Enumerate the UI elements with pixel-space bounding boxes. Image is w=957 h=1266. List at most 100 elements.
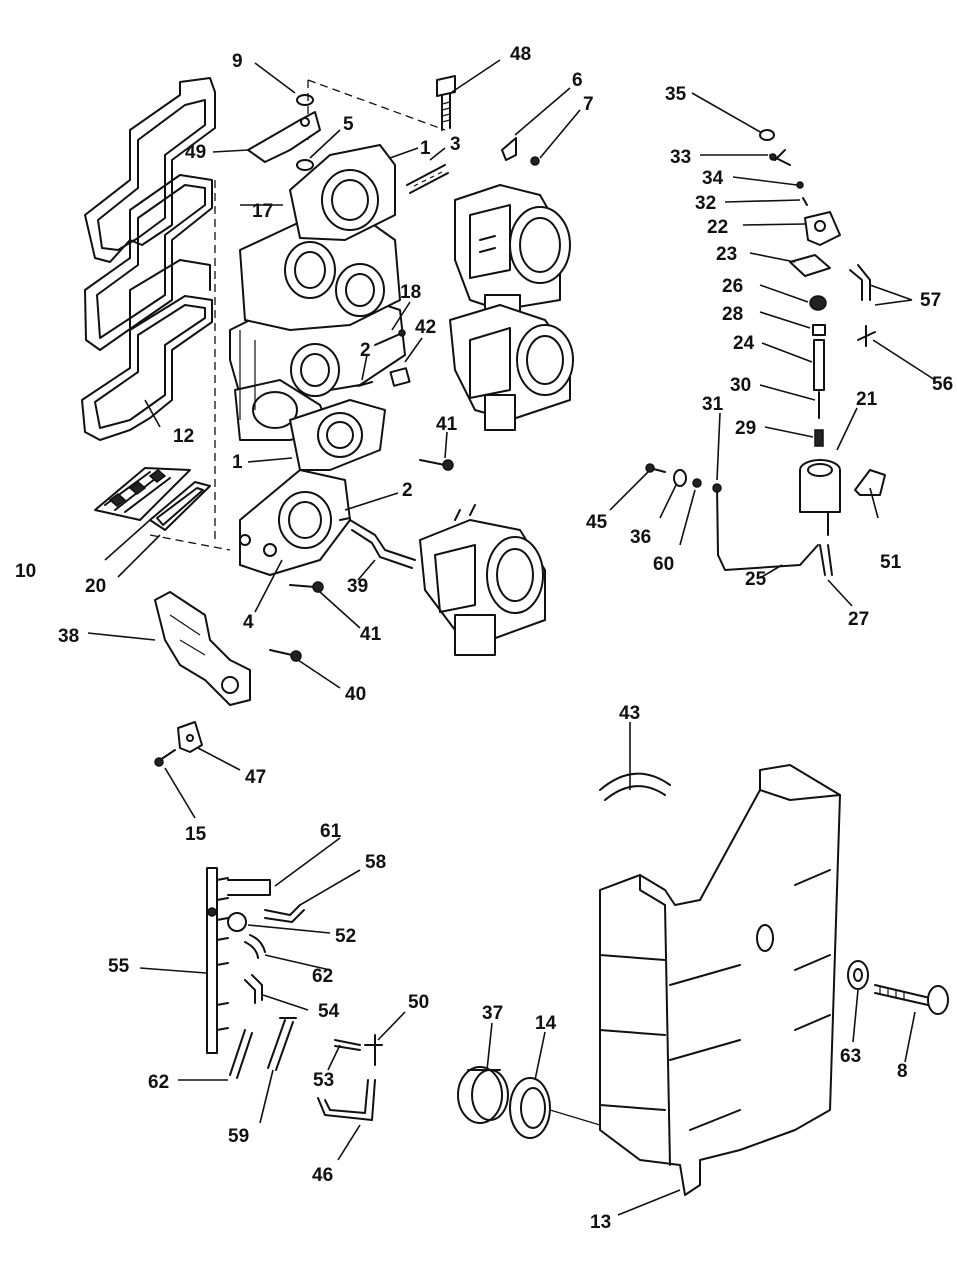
tube-24 [813, 339, 825, 391]
seal-28 [812, 324, 826, 336]
bushing-42 [389, 367, 411, 387]
screw-7 [530, 156, 540, 166]
callout-63: 63 [840, 1046, 861, 1067]
terminal-27 [819, 544, 833, 576]
hose-39 [349, 519, 416, 569]
callout-14: 14 [535, 1013, 557, 1034]
bracket-49 [247, 111, 321, 163]
callout-7: 7 [583, 94, 594, 115]
callout-61: 61 [320, 821, 342, 842]
nut-60 [692, 478, 702, 488]
callout-6: 6 [572, 70, 583, 91]
tee-fitting-50 [364, 1034, 383, 1066]
callout-29: 29 [735, 418, 756, 439]
callout-12: 12 [173, 426, 194, 447]
callout-21: 21 [856, 389, 878, 410]
screw-40 [269, 649, 302, 662]
callout-41-upper: 41 [436, 414, 458, 435]
callout-35: 35 [665, 84, 687, 105]
hose-62-lower [229, 1029, 253, 1079]
screw-18 [374, 329, 406, 346]
dowel-2-upper [357, 381, 373, 387]
callout-5: 5 [343, 114, 354, 135]
fitting-56 [857, 325, 876, 347]
reed-plate-assembly [94, 467, 191, 521]
callout-49: 49 [185, 142, 206, 163]
callout-10: 10 [15, 561, 36, 582]
grommet-63 [847, 960, 869, 990]
callout-54: 54 [318, 1001, 340, 1022]
callout-45: 45 [586, 512, 608, 533]
callout-25: 25 [745, 569, 767, 590]
intake-manifold [229, 144, 406, 441]
screw-41-lower [289, 581, 324, 593]
callout-2-lower: 2 [402, 480, 413, 501]
bolt-8 [874, 984, 949, 1015]
callout-62-lower: 62 [148, 1072, 169, 1093]
plunger-26 [809, 295, 827, 311]
carburetor-lower [419, 504, 546, 656]
callout-30: 30 [730, 375, 751, 396]
clip-6 [501, 137, 517, 161]
callout-36: 36 [630, 527, 651, 548]
washer-5 [296, 159, 314, 171]
callout-38: 38 [58, 626, 79, 647]
callout-24: 24 [733, 333, 755, 354]
valve-34 [796, 181, 804, 189]
fuel-manifold-55 [206, 867, 229, 1054]
callout-41-lower: 41 [360, 624, 382, 645]
callout-13: 13 [590, 1212, 611, 1233]
washer-9 [296, 94, 314, 106]
hose-57 [849, 264, 871, 301]
screw-41-upper [419, 459, 454, 471]
callout-4: 4 [243, 612, 254, 633]
intake-gasket-lower [81, 259, 213, 441]
leader-lines [87, 59, 936, 1216]
callout-52: 52 [335, 926, 356, 947]
grommet-37 [457, 1066, 509, 1124]
stud-3 [406, 164, 449, 194]
wire-31-25 [712, 483, 819, 571]
callout-50: 50 [408, 992, 429, 1013]
fitting-33 [769, 149, 791, 166]
callout-33: 33 [670, 147, 691, 168]
callout-3: 3 [450, 134, 461, 155]
callout-55: 55 [108, 956, 130, 977]
bolt-48 [436, 75, 456, 131]
dowel-2-lower [339, 517, 351, 521]
diaphragm-23 [789, 254, 831, 277]
callout-34: 34 [702, 168, 724, 189]
callout-20: 20 [85, 576, 106, 597]
carburetor-middle [449, 304, 574, 431]
callout-60: 60 [653, 554, 674, 575]
primer-body-22 [804, 211, 841, 246]
callout-18: 18 [400, 282, 421, 303]
cap-35 [759, 129, 775, 141]
callout-48: 48 [510, 44, 531, 65]
callout-39: 39 [347, 576, 368, 597]
callout-8: 8 [897, 1061, 908, 1082]
callout-43: 43 [619, 703, 640, 724]
reed-gasket [149, 481, 211, 531]
solenoid-21 [799, 459, 841, 536]
spring-32 [802, 197, 808, 206]
callout-58: 58 [365, 852, 386, 873]
callout-42: 42 [415, 317, 436, 338]
callout-51: 51 [880, 552, 902, 573]
callout-labels: 9 48 6 7 5 3 1 49 17 18 42 2 12 41 1 2 1… [15, 44, 953, 1233]
carburetor-upper [454, 184, 571, 326]
callout-59: 59 [228, 1126, 249, 1147]
callout-56: 56 [932, 374, 953, 395]
callout-40: 40 [345, 684, 366, 705]
screw-15 [154, 749, 176, 767]
callout-46: 46 [312, 1165, 333, 1186]
clamp-51 [854, 469, 886, 496]
hose-58 [264, 904, 305, 923]
callout-26: 26 [722, 276, 743, 297]
callout-53: 53 [313, 1070, 334, 1091]
callout-1-lower: 1 [232, 452, 243, 473]
elbow-54 [244, 974, 263, 1004]
washer-36 [673, 469, 687, 487]
seal-14 [509, 1077, 601, 1139]
